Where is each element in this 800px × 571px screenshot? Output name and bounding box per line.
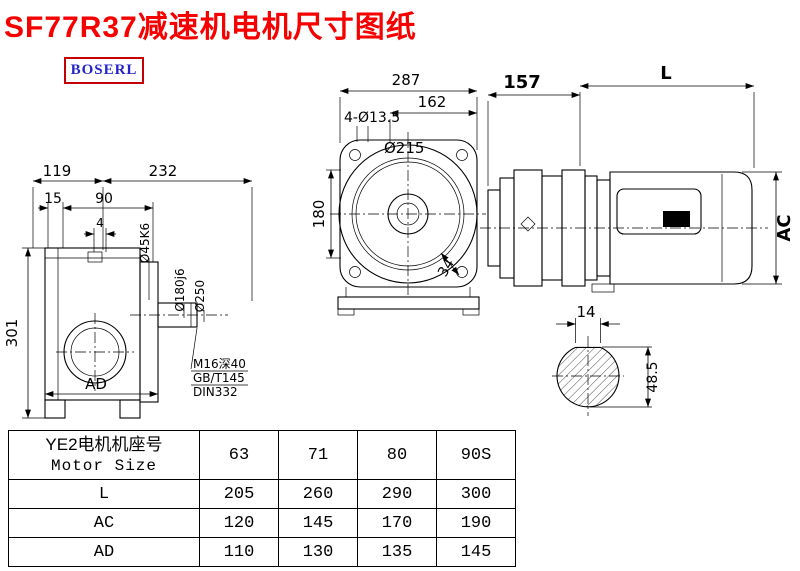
motor-nameplate (663, 211, 690, 227)
motor-size-63: 63 (199, 430, 279, 480)
base-bracket (337, 296, 480, 310)
row-label: L (8, 479, 200, 509)
dim-bolt-holes: 4-Ø13.5 (344, 110, 400, 126)
value-cell: 145 (278, 508, 358, 538)
dim-162: 162 (418, 93, 447, 111)
value-cell: 170 (357, 508, 437, 538)
row-label: AC (8, 508, 200, 538)
motor-size-80: 80 (357, 430, 437, 480)
dim-flange-pilot-diameter: Ø180j6 (173, 268, 187, 311)
motor-side-view: 157 L AC (480, 63, 795, 293)
terminal-box (616, 188, 702, 235)
gearbox-front-view: 287 162 4-Ø13.5 Ø215 180 34 (310, 71, 486, 316)
dim-301: 301 (3, 319, 21, 348)
oil-plug-mark (520, 216, 536, 232)
dim-flange-outer-diameter: Ø250 (193, 280, 207, 312)
note-standard-din: DIN332 (193, 385, 238, 399)
value-cell: 135 (357, 537, 437, 567)
table-header-cell: YE2电机机座号 Motor Size (8, 430, 200, 480)
dim-4: 4 (96, 216, 104, 230)
motor-body (609, 171, 753, 285)
header-chinese: YE2电机机座号 (45, 435, 163, 454)
value-cell: 260 (278, 479, 358, 509)
motor-dimension-table: YE2电机机座号 Motor Size 63 71 80 90S L 205 2… (8, 430, 516, 567)
table-row-AC: AC 120 145 170 190 (8, 508, 516, 538)
value-cell: 110 (199, 537, 279, 567)
table-header-row: YE2电机机座号 Motor Size 63 71 80 90S (8, 430, 516, 480)
bolt-hole (456, 149, 468, 161)
note-standard-gb: GB/T145 (193, 371, 245, 385)
bolt-hole (349, 266, 361, 278)
brand-logo: BOSERL (64, 57, 144, 84)
gearbox-foot (119, 399, 141, 419)
value-cell: 300 (436, 479, 516, 509)
dim-14: 14 (576, 303, 595, 321)
dim-180: 180 (310, 200, 328, 229)
header-english: Motor Size (50, 457, 157, 475)
shaft-section-view: 14 48.5 (552, 303, 661, 416)
dim-circle-diameter: Ø215 (384, 139, 424, 157)
technical-drawing: 119 232 15 90 4 (3, 63, 795, 419)
bolt-hole (349, 149, 361, 161)
table-row-AD: AD 110 130 135 145 (8, 537, 516, 567)
dim-157: 157 (503, 72, 541, 93)
dim-232: 232 (149, 162, 178, 180)
value-cell: 145 (436, 537, 516, 567)
dim-119: 119 (43, 162, 72, 180)
bolt-hole (456, 266, 468, 278)
value-cell: 205 (199, 479, 279, 509)
dim-48-5: 48.5 (645, 361, 661, 392)
dim-34: 34 (435, 256, 458, 280)
row-label: AD (8, 537, 200, 567)
dim-AD: AD (85, 375, 107, 393)
dim-15: 15 (44, 191, 62, 207)
dim-287: 287 (392, 71, 421, 89)
dim-L: L (660, 63, 671, 84)
gearbox-foot (44, 399, 66, 419)
value-cell: 120 (199, 508, 279, 538)
note-thread: M16深40 (193, 357, 246, 371)
motor-size-71: 71 (278, 430, 358, 480)
value-cell: 190 (436, 508, 516, 538)
dim-shaft-diameter: Ø45K6 (138, 223, 152, 263)
table-row-L: L 205 260 290 300 (8, 479, 516, 509)
gearbox-left-view: 119 232 15 90 4 (3, 162, 253, 419)
value-cell: 290 (357, 479, 437, 509)
value-cell: 130 (278, 537, 358, 567)
page-title: SF77R37减速机电机尺寸图纸 (4, 11, 417, 44)
dim-90: 90 (95, 191, 113, 207)
dim-AC: AC (774, 214, 795, 241)
motor-size-90s: 90S (436, 430, 516, 480)
